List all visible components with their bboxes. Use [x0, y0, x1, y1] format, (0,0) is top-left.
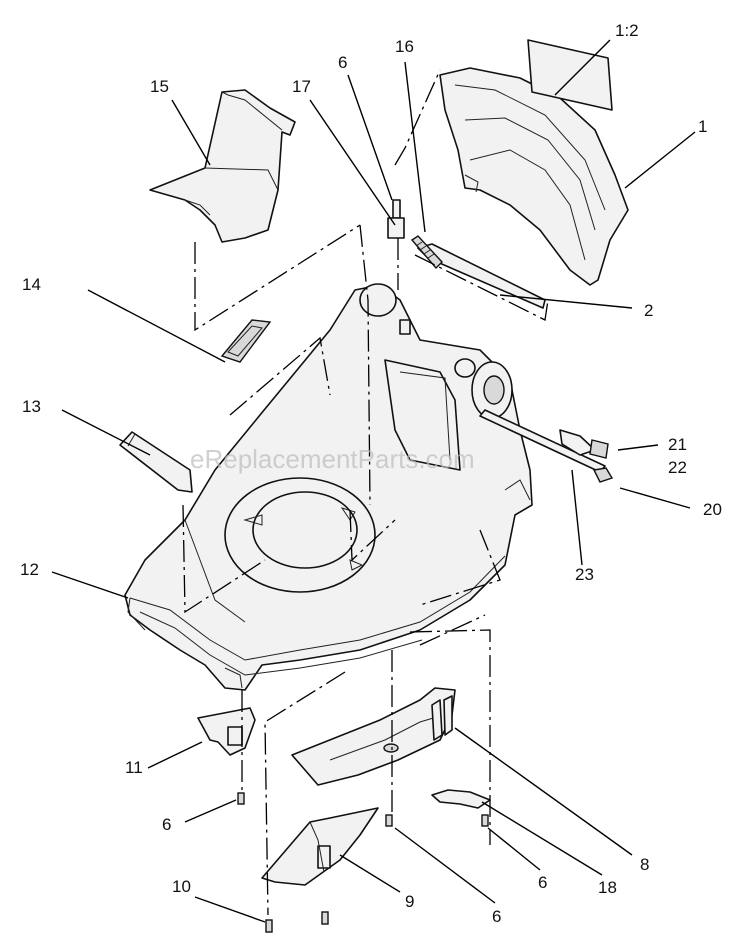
part-12-deck — [124, 283, 533, 691]
part-1-2-label — [527, 39, 613, 111]
part-17-pin — [387, 199, 405, 239]
callout-labels: 1:2 1 16 6 17 15 2 14 13 21 22 20 12 23 … — [20, 21, 722, 926]
callout-14: 14 — [22, 275, 41, 294]
callout-1: 1 — [698, 117, 707, 136]
part-9-front-skirt — [261, 807, 379, 886]
callout-22: 22 — [668, 458, 687, 477]
assembly-lines — [182, 69, 549, 916]
callout-6-right: 6 — [538, 873, 547, 892]
leader-lines — [51, 39, 696, 923]
callout-6-left: 6 — [162, 815, 171, 834]
part-8-rear-skirt — [291, 687, 456, 786]
callout-16: 16 — [395, 37, 414, 56]
part-1-rear-guard — [439, 67, 629, 286]
part-15-baffle — [149, 89, 296, 243]
callout-21: 21 — [668, 435, 687, 454]
callout-1-2: 1:2 — [615, 21, 639, 40]
screws — [237, 792, 489, 933]
callout-12: 12 — [20, 560, 39, 579]
watermark-text: eReplacementParts.com — [190, 444, 475, 474]
callout-9: 9 — [405, 892, 414, 911]
callout-6-top: 6 — [338, 53, 347, 72]
callout-17: 17 — [292, 77, 311, 96]
part-18-clip — [431, 789, 491, 809]
callout-11: 11 — [125, 758, 143, 777]
part-2-hinge-rod — [417, 243, 546, 309]
part-16-spring — [410, 235, 443, 270]
part-14-grommet — [220, 319, 272, 363]
callout-10: 10 — [172, 877, 191, 896]
callout-8: 8 — [640, 855, 649, 874]
callout-15: 15 — [150, 77, 169, 96]
part-11-bracket — [197, 707, 256, 756]
part-23-axle — [479, 409, 614, 483]
part-13-handle — [119, 431, 193, 493]
callout-2: 2 — [644, 301, 653, 320]
callout-23: 23 — [575, 565, 594, 584]
callout-20: 20 — [703, 500, 722, 519]
callout-13: 13 — [22, 397, 41, 416]
callout-6-bottom: 6 — [492, 907, 501, 926]
callout-18: 18 — [598, 878, 617, 897]
